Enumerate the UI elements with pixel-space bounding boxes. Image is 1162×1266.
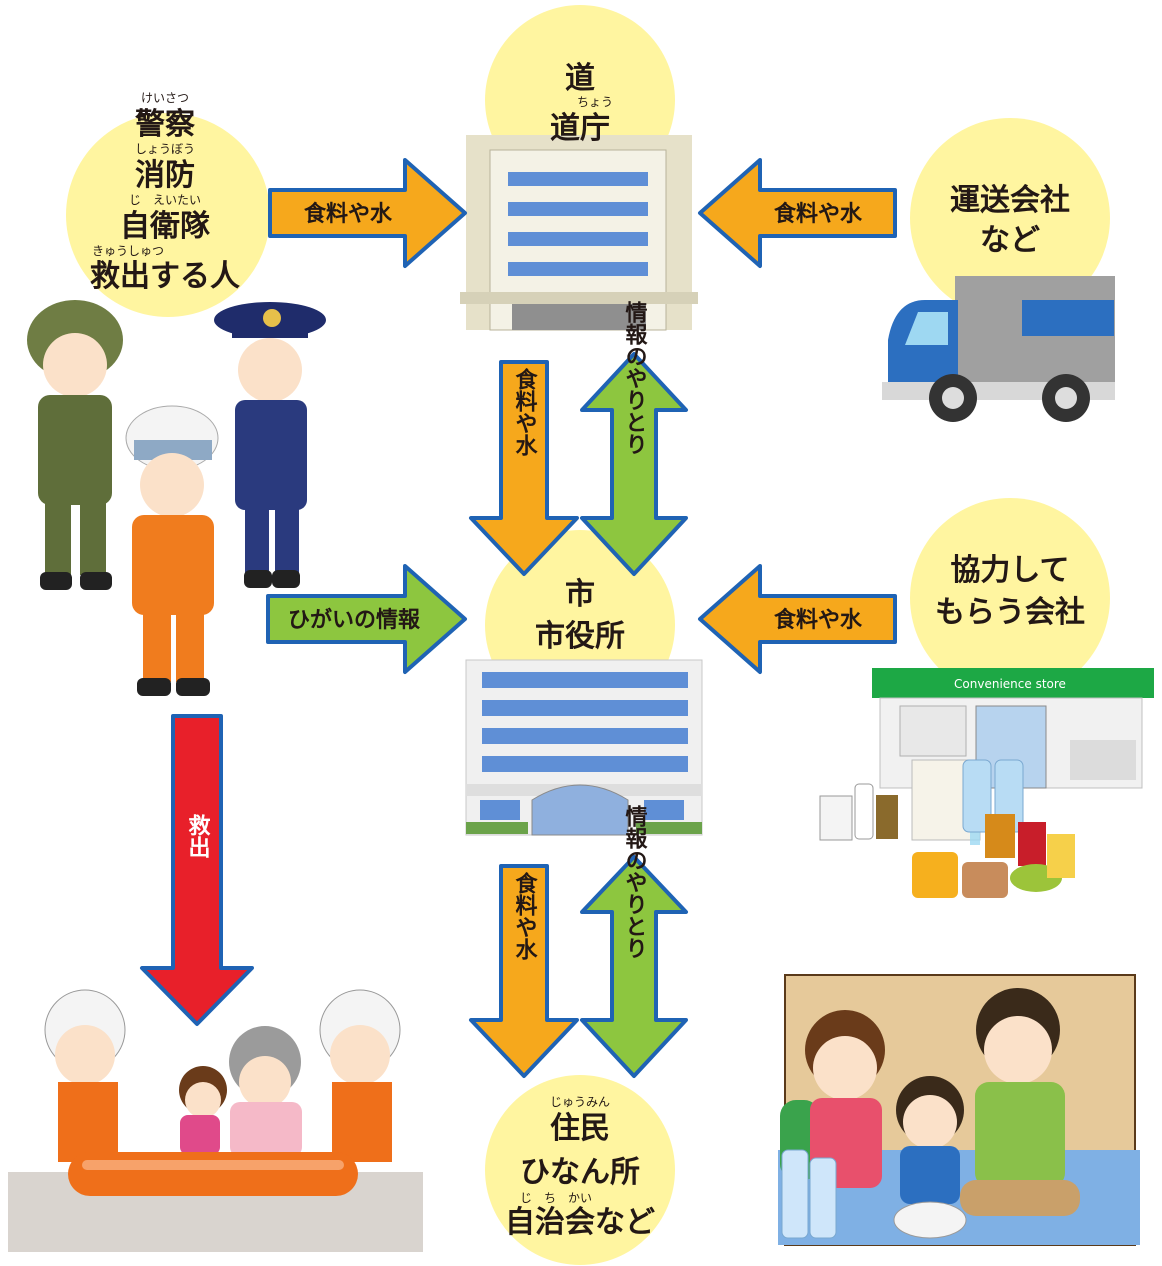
ruby-keisatsu: けいさつ <box>141 91 189 105</box>
ruby-kyuushutsu: きゅうしゅつ <box>92 244 164 258</box>
ruby-jichikai: じ ち かい <box>520 1191 592 1205</box>
arrow-partners-to-city: 食料や水 <box>698 564 897 674</box>
store-sign-text: Convenience store <box>954 677 1066 691</box>
label-city-hall: 市役所 <box>535 619 625 654</box>
evacuation-shelter-scene-icon <box>778 974 1140 1246</box>
firefighter-icon <box>125 405 219 696</box>
truck-icon <box>882 276 1115 422</box>
arrow-responders-to-city-label: ひがいの情報 <box>288 607 421 633</box>
label-partners-1: 協力して <box>950 553 1069 588</box>
arrow-prefecture-to-city-supplies: 食料や水 <box>469 360 579 576</box>
arrow-prefecture-city-info-label: 情報のやりとり <box>622 300 648 455</box>
arrow-rescue: 救出 <box>140 714 254 1026</box>
label-sdf: 自衛隊 <box>120 209 210 244</box>
residents-circle <box>485 1075 675 1265</box>
partners-circle <box>910 498 1110 698</box>
label-rescuers: 救出する人 <box>90 259 240 294</box>
city-hall-building-icon <box>465 659 703 836</box>
ruby-shoubou: しょうぼう <box>135 142 195 156</box>
arrow-city-residents-info-label: 情報のやりとり <box>622 804 648 959</box>
transport-circle <box>910 118 1110 318</box>
city-label: 市 市役所 <box>535 577 625 654</box>
ruby-chou: ちょう <box>577 95 613 109</box>
arrow-transport-to-prefecture: 食料や水 <box>698 158 897 268</box>
arrow-prefecture-to-city-supplies-label: 食料や水 <box>512 367 538 457</box>
transport-label: 運送会社 など <box>950 183 1070 258</box>
ruby-juumin: じゅうみん <box>550 1095 610 1109</box>
label-city-short: 市 <box>565 577 595 612</box>
arrow-city-to-residents-supplies: 食料や水 <box>469 864 579 1078</box>
label-transport-etc: など <box>980 223 1040 258</box>
arrow-prefecture-city-info: 情報のやりとり <box>580 300 688 576</box>
label-prefecture-short: 道 <box>565 61 595 96</box>
label-fire: 消防 <box>135 158 195 193</box>
arrow-city-residents-info: 情報のやりとり <box>580 804 688 1078</box>
supplies-icon <box>819 759 1075 898</box>
arrow-partners-to-city-label: 食料や水 <box>774 607 863 633</box>
partners-label: 協力して もらう会社 <box>935 553 1085 630</box>
arrow-responders-to-city: ひがいの情報 <box>266 564 467 674</box>
label-shelter: ひなん所 <box>520 1155 640 1190</box>
label-prefecture-office: 道庁 <box>550 111 610 146</box>
prefecture-label: 道 ちょう 道庁 <box>550 61 613 146</box>
ruby-jieitai: じ えいたい <box>129 193 201 207</box>
prefecture-building-icon <box>460 135 698 331</box>
label-transport: 運送会社 <box>950 183 1070 218</box>
responders-label: けいさつ 警察 しょうぼう 消防 じ えいたい 自衛隊 きゅうしゅつ 救出する人 <box>90 91 240 294</box>
arrow-responders-to-prefecture: 食料や水 <box>268 158 467 268</box>
label-partners-2: もらう会社 <box>935 595 1085 630</box>
responders-circle <box>66 113 270 317</box>
police-officer-icon <box>214 302 326 588</box>
arrow-transport-to-prefecture-label: 食料や水 <box>774 201 863 227</box>
label-police: 警察 <box>135 107 196 142</box>
label-residents: 住民 <box>550 1111 610 1146</box>
arrow-city-to-residents-supplies-label: 食料や水 <box>512 871 538 961</box>
rescue-boat-scene-icon <box>8 989 423 1252</box>
arrow-responders-to-prefecture-label: 食料や水 <box>304 201 393 227</box>
residents-label: じゅうみん 住民 ひなん所 じ ち かい 自治会など <box>505 1095 655 1240</box>
arrow-rescue-label: 救出 <box>185 814 211 858</box>
soldier-icon <box>27 300 123 590</box>
label-neighborhood: 自治会など <box>505 1205 655 1240</box>
